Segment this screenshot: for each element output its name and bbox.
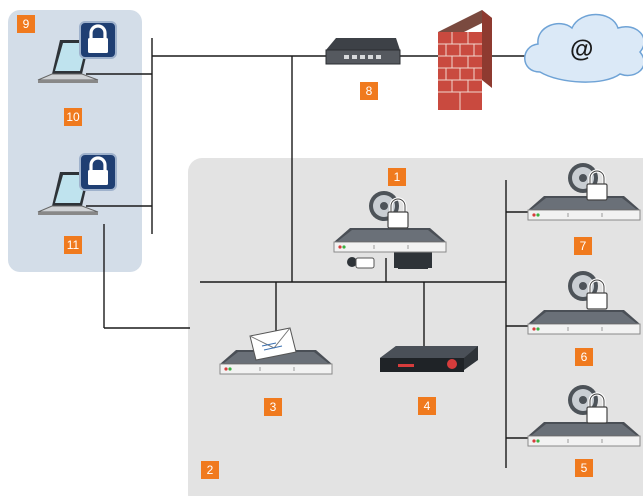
lock-icon (78, 20, 118, 60)
appliance-icon (380, 346, 478, 372)
server-icon (527, 309, 641, 335)
network-zone (188, 158, 643, 496)
badge-8: 8 (360, 82, 378, 100)
router-icon (325, 38, 401, 65)
badge-4: 4 (418, 397, 436, 415)
badge-6: 6 (575, 348, 593, 366)
server-1 (333, 191, 447, 269)
badge-10: 10 (64, 108, 82, 126)
badge-1: 1 (388, 168, 406, 186)
server-icon (527, 421, 641, 447)
monitor-icon (394, 250, 432, 268)
badge-2: 2 (201, 461, 219, 479)
badge-5: 5 (575, 459, 593, 477)
badge-11: 11 (64, 236, 82, 254)
mail-icon (249, 327, 297, 361)
firewall-icon (438, 10, 492, 110)
cloud-symbol: @ (570, 36, 594, 63)
badge-9: 9 (17, 15, 35, 33)
network-lines (86, 38, 530, 468)
badge-7: 7 (574, 237, 592, 255)
server-icon (527, 195, 641, 221)
cloud-icon (524, 13, 643, 83)
server-3 (219, 327, 333, 375)
badge-3: 3 (264, 398, 282, 416)
lock-icon (78, 152, 118, 192)
server-icon (333, 227, 447, 253)
